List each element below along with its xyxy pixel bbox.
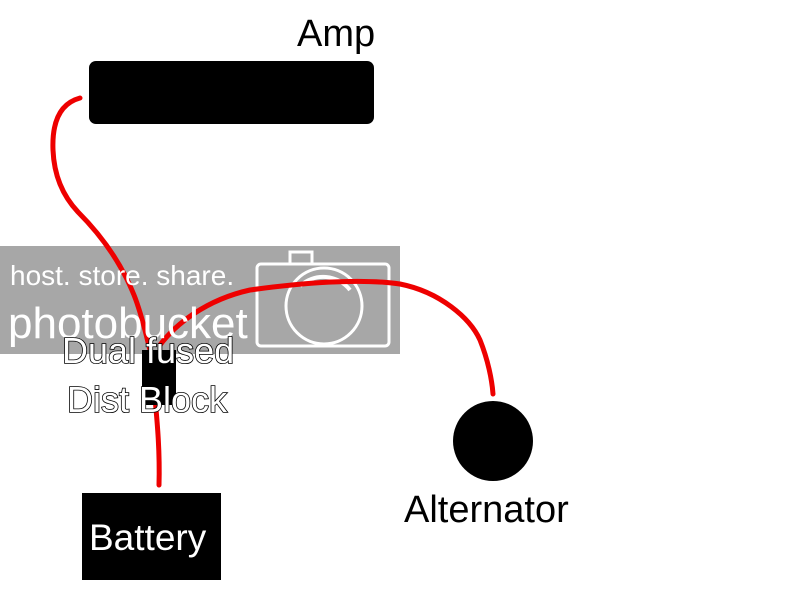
dist-block-label-line2: Dist Block [66, 379, 228, 420]
wire-block-to-alternator [157, 278, 496, 397]
alternator-label: Alternator [404, 489, 569, 531]
camera-icon [255, 250, 391, 348]
watermark-tagline: host. store. share. [10, 260, 235, 291]
amp-label: Amp [297, 13, 376, 55]
dist-block-label-line1: Dual fused [61, 330, 235, 371]
battery-label: Battery [89, 517, 207, 558]
alternator-circle [453, 401, 533, 481]
wire-amp-to-block [50, 95, 153, 353]
battery-block [82, 493, 221, 580]
dist-block [142, 350, 176, 405]
amp-block [89, 61, 374, 124]
watermark-brand: photobucket [8, 299, 248, 348]
